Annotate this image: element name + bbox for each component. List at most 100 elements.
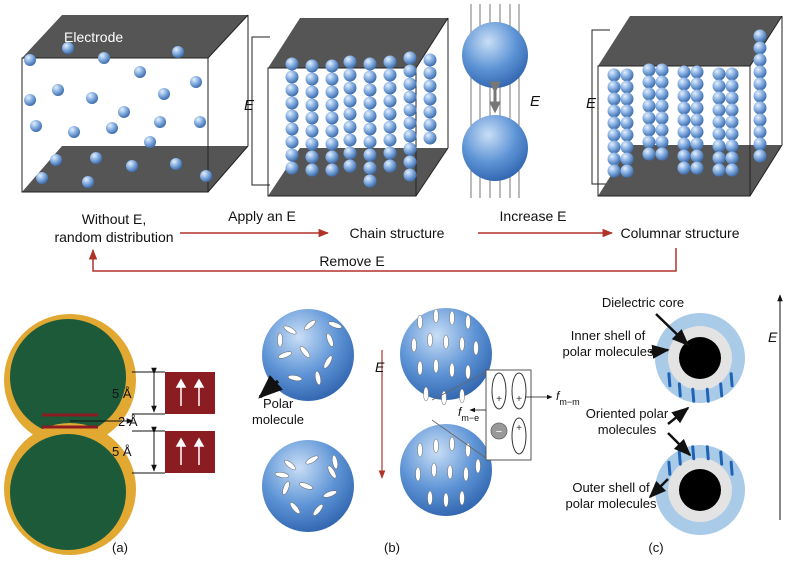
- oriented-molecule: [729, 372, 734, 388]
- aligned-molecule: [449, 310, 455, 326]
- chain-particle: [285, 70, 299, 84]
- random-particles: [24, 42, 212, 188]
- column-particle: [712, 163, 726, 177]
- column-particle: [677, 89, 691, 103]
- column-particle: [753, 65, 767, 79]
- chain-particle: [325, 137, 339, 151]
- chain-particle: [403, 103, 417, 117]
- polar-molecule: [299, 346, 311, 358]
- column-particle: [753, 125, 767, 139]
- column-particle: [677, 161, 691, 175]
- chain-particle: [383, 81, 397, 95]
- column-particle: [690, 65, 704, 79]
- panel-c: [648, 294, 783, 535]
- column-particle: [690, 113, 704, 127]
- chain-particle: [325, 72, 339, 86]
- column-particle: [712, 127, 726, 141]
- column-particle: [753, 41, 767, 55]
- polar-molecule: [326, 333, 334, 347]
- top-electrode-2: [268, 18, 448, 68]
- column-particle: [655, 99, 669, 113]
- polar-molecule: [304, 319, 316, 331]
- random-particle: [200, 170, 212, 182]
- polar-molecule: [289, 502, 301, 514]
- oriented-molecules-lower: [667, 445, 734, 476]
- random-particle: [144, 136, 156, 148]
- column-particle: [677, 113, 691, 127]
- box-columnar: [591, 15, 783, 197]
- chain-particle: [285, 83, 299, 97]
- column-particle: [607, 116, 621, 130]
- chain-particle: [383, 68, 397, 82]
- aligned-molecule: [473, 340, 479, 356]
- oriented-label-line1: Oriented polar: [586, 406, 669, 421]
- field-label-chain: E: [244, 97, 255, 114]
- inner-label-line1: Inner shell of: [571, 328, 646, 343]
- chain-particle: [383, 107, 397, 121]
- dielectric-core-upper: [679, 337, 721, 379]
- random-particle: [82, 176, 94, 188]
- chain-particle: [305, 150, 319, 164]
- chain-particle: [363, 161, 377, 175]
- column-particle: [620, 116, 634, 130]
- chain-particle: [383, 94, 397, 108]
- aligned-molecule: [417, 360, 423, 376]
- random-particle: [62, 42, 74, 54]
- random-particle: [172, 46, 184, 58]
- chain-particle: [363, 83, 377, 97]
- random-particle: [86, 92, 98, 104]
- column-particle: [607, 140, 621, 154]
- column-particle: [690, 161, 704, 175]
- random-particle: [194, 116, 206, 128]
- column-particle: [620, 80, 634, 94]
- column-particle: [620, 104, 634, 118]
- stage1-line1: Without E,: [82, 211, 147, 227]
- aligned-molecule: [463, 466, 469, 482]
- polar-molecule: [323, 490, 337, 498]
- oriented-molecule: [677, 450, 682, 466]
- dipole-box-lower: [165, 431, 215, 473]
- chain-particle: [423, 53, 437, 67]
- column-particle: [690, 125, 704, 139]
- chain-particle: [285, 96, 299, 110]
- panel-a: [4, 314, 215, 555]
- column-particle: [655, 111, 669, 125]
- aligned-molecule: [449, 362, 455, 378]
- aligned-molecule: [415, 466, 421, 482]
- aligned-molecule: [427, 490, 433, 506]
- chain-particle: [403, 142, 417, 156]
- top-electrode: [22, 15, 248, 58]
- column-particle: [620, 68, 634, 82]
- aligned-molecule: [417, 314, 423, 330]
- polar-molecule: [278, 351, 292, 359]
- aligned-molecule: [443, 492, 449, 508]
- random-particle: [170, 158, 182, 170]
- column-particle: [725, 91, 739, 105]
- chain-particle: [343, 94, 357, 108]
- electrode-label: Electrode: [64, 29, 123, 45]
- column-particle: [607, 104, 621, 118]
- dim-bottom-label: 5 Å: [112, 444, 132, 459]
- aligned-molecule: [475, 458, 481, 474]
- column-particle: [620, 92, 634, 106]
- polar-molecule: [312, 504, 324, 516]
- aligned-molecule: [433, 308, 439, 324]
- field-label-b: E: [375, 359, 385, 375]
- caption-c: (c): [648, 540, 663, 555]
- chain-particle: [343, 68, 357, 82]
- polar-molecule: [332, 454, 338, 470]
- column-particle: [725, 79, 739, 93]
- column-particle: [712, 91, 726, 105]
- column-particle: [690, 137, 704, 151]
- stage1-line2: random distribution: [54, 229, 173, 245]
- oriented-label-line2: molecules: [598, 422, 657, 437]
- box-chain: [251, 17, 449, 197]
- random-particle: [190, 76, 202, 88]
- apply-label: Apply an E: [228, 208, 296, 224]
- chain-particle: [403, 51, 417, 65]
- chain-particle: [383, 120, 397, 134]
- f-me-base: f: [458, 405, 463, 419]
- polar-molecules-random: [274, 319, 342, 516]
- polar-molecule: [327, 465, 337, 479]
